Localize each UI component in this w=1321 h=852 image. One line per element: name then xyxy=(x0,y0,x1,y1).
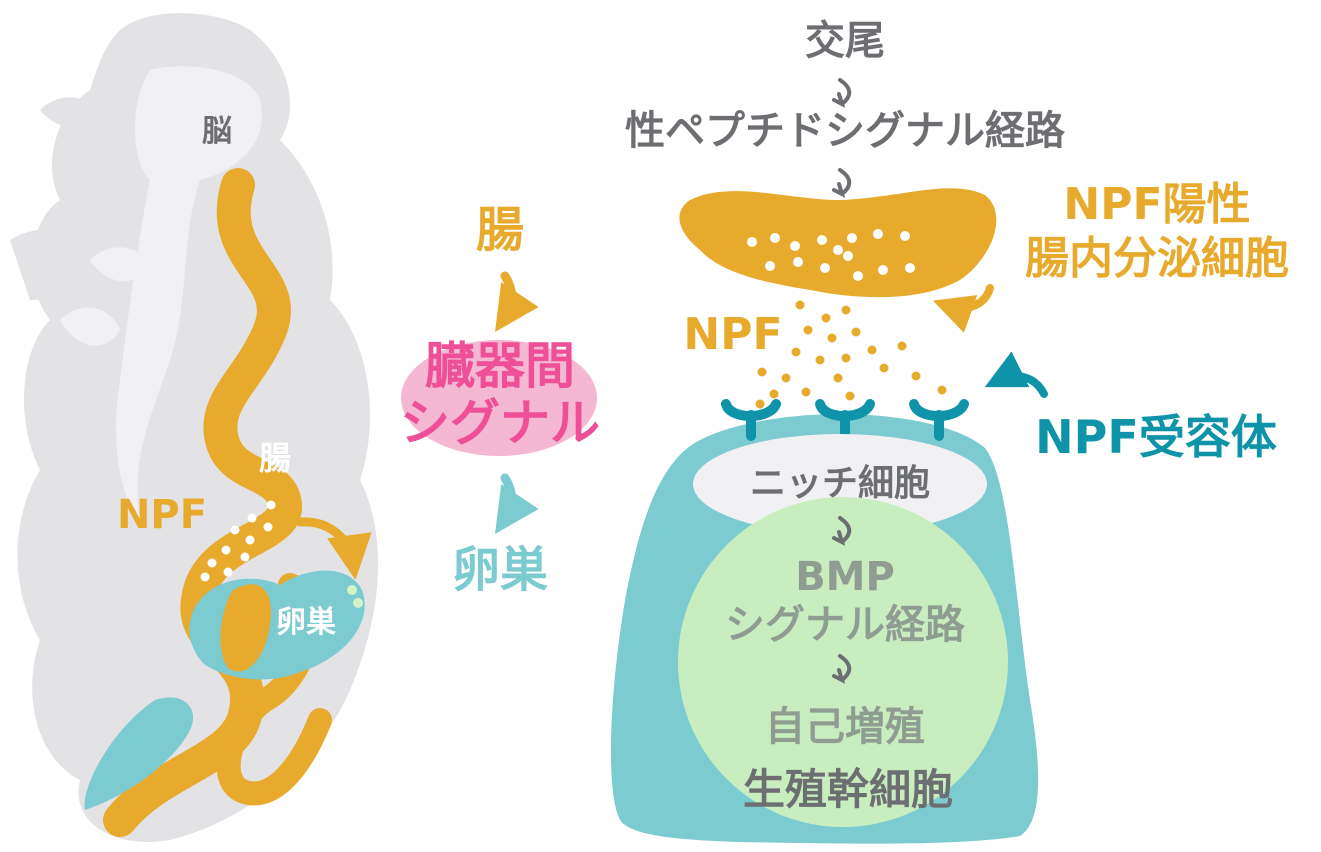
curved-arrow-icon xyxy=(495,473,539,534)
interorgan-signal-blob xyxy=(401,340,597,456)
npf-secreted-label: NPF xyxy=(683,309,783,360)
down-arrow-icon xyxy=(832,168,852,198)
curved-arrow-icon xyxy=(295,517,372,580)
curved-arrow-icon xyxy=(495,271,539,332)
npf-released-dots xyxy=(755,300,947,409)
niche-cell xyxy=(693,434,987,534)
interorgan-ovary-label: 卵巣 xyxy=(451,542,549,598)
receptor-group xyxy=(721,399,969,441)
interorgan-signal-line2: シグナル xyxy=(400,394,600,452)
receptor-label: NPF受容体 xyxy=(1035,410,1277,464)
enteroendocrine-cell xyxy=(679,188,997,298)
receptor-icon xyxy=(815,399,875,441)
germline-stem-cell-label: 生殖幹細胞 xyxy=(742,765,954,814)
ovary-shape xyxy=(84,570,365,810)
down-arrow-icon xyxy=(832,516,852,546)
mating-label: 交尾 xyxy=(805,18,885,64)
ovary-label: 卵巣 xyxy=(276,605,336,640)
brain-label: 脳 xyxy=(202,114,232,149)
receptor-icon xyxy=(721,399,781,441)
npf-dots-gut xyxy=(200,500,276,582)
down-arrow-icon xyxy=(832,78,852,108)
niche-cell-label: ニッチ細胞 xyxy=(749,463,931,504)
curved-arrow-icon xyxy=(932,284,994,333)
enteroendocrine-label-line2: 腸内分泌細胞 xyxy=(1025,233,1289,284)
stem-cell-circle xyxy=(678,497,1008,827)
interorgan-gut-label: 腸 xyxy=(475,202,525,258)
down-arrow-icon xyxy=(832,654,852,684)
curved-arrow-icon xyxy=(984,351,1048,398)
self-renewal-label: 自己増殖 xyxy=(765,704,925,750)
interorgan-signal-line1: 臓器間 xyxy=(425,337,575,395)
receptor-icon xyxy=(909,399,969,441)
npf-dots-cell xyxy=(747,229,915,281)
npf-label: NPF xyxy=(116,492,208,538)
bmp-label-line2: シグナル経路 xyxy=(725,602,965,648)
enteroendocrine-label-line1: NPF陽性 xyxy=(1063,179,1251,230)
sex-peptide-label: 性ペプチドシグナル経路 xyxy=(625,108,1065,154)
gut-label: 腸 xyxy=(258,439,292,477)
bmp-label-line1: BMP xyxy=(795,554,895,600)
